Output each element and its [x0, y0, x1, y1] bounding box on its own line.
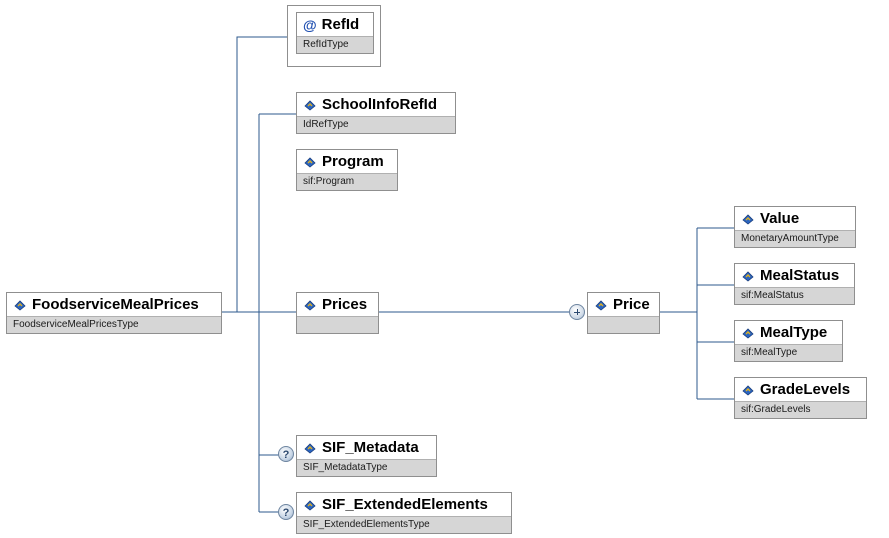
element-icon: [595, 299, 607, 311]
sif-extendedelements-element-box[interactable]: SIF_ExtendedElements SIF_ExtendedElement…: [296, 492, 512, 534]
price-element-box[interactable]: Price: [587, 292, 660, 334]
value-element-type: MonetaryAmountType: [735, 230, 855, 247]
element-icon: [304, 156, 316, 168]
root-element-type: FoodserviceMealPricesType: [7, 316, 221, 333]
sif-extendedelements-element-type: SIF_ExtendedElementsType: [297, 516, 511, 533]
prices-element-type: [297, 316, 378, 333]
root-element-name: FoodserviceMealPrices: [32, 296, 199, 313]
gradelevels-element-name: GradeLevels: [760, 381, 851, 398]
prices-element-box[interactable]: Prices: [296, 292, 379, 334]
expand-plus-icon[interactable]: [569, 304, 585, 320]
element-icon: [742, 213, 754, 225]
refid-attribute-box[interactable]: @ RefId RefIdType: [296, 12, 374, 54]
element-icon: [14, 299, 26, 311]
mealtype-element-name: MealType: [760, 324, 828, 341]
element-icon: [304, 442, 316, 454]
program-element-box[interactable]: Program sif:Program: [296, 149, 398, 191]
optional-marker-icon: ?: [278, 504, 294, 520]
mealtype-element-box[interactable]: MealType sif:MealType: [734, 320, 843, 362]
refid-attribute-name: RefId: [321, 16, 360, 33]
schoolinforefid-element-type: IdRefType: [297, 116, 455, 133]
element-icon: [742, 384, 754, 396]
element-icon: [304, 499, 316, 511]
root-to-refid-line: [222, 36, 287, 313]
value-element-name: Value: [760, 210, 800, 227]
element-icon: [304, 99, 316, 111]
element-icon: [304, 299, 316, 311]
sif-extendedelements-element-name: SIF_ExtendedElements: [322, 496, 488, 513]
schoolinforefid-element-box[interactable]: SchoolInfoRefId IdRefType: [296, 92, 456, 134]
refid-attribute-type: RefIdType: [297, 36, 373, 53]
mealstatus-element-box[interactable]: MealStatus sif:MealStatus: [734, 263, 855, 305]
element-icon: [742, 270, 754, 282]
mealtype-element-type: sif:MealType: [735, 344, 842, 361]
mealstatus-element-type: sif:MealStatus: [735, 287, 854, 304]
gradelevels-element-box[interactable]: GradeLevels sif:GradeLevels: [734, 377, 867, 419]
price-element-type: [588, 316, 659, 333]
root-element-box[interactable]: FoodserviceMealPrices FoodserviceMealPri…: [6, 292, 222, 334]
attribute-icon: @: [303, 16, 317, 33]
program-element-name: Program: [322, 153, 384, 170]
sif-metadata-element-box[interactable]: SIF_Metadata SIF_MetadataType: [296, 435, 437, 477]
optional-marker-icon: ?: [278, 446, 294, 462]
value-element-box[interactable]: Value MonetaryAmountType: [734, 206, 856, 248]
gradelevels-element-type: sif:GradeLevels: [735, 401, 866, 418]
price-element-name: Price: [613, 296, 650, 313]
sif-metadata-element-name: SIF_Metadata: [322, 439, 419, 456]
sif-metadata-element-type: SIF_MetadataType: [297, 459, 436, 476]
prices-element-name: Prices: [322, 296, 368, 313]
program-element-type: sif:Program: [297, 173, 397, 190]
mealstatus-element-name: MealStatus: [760, 267, 840, 284]
element-icon: [742, 327, 754, 339]
schoolinforefid-element-name: SchoolInfoRefId: [322, 96, 437, 113]
